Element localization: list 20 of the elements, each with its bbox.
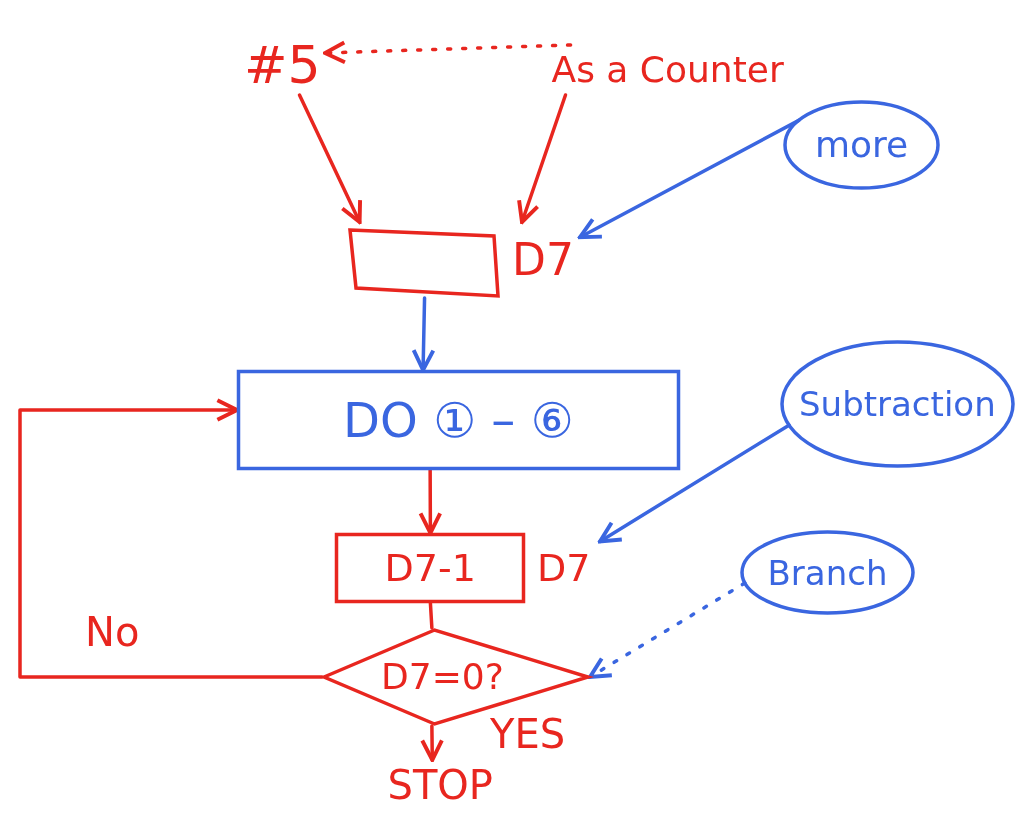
flow-text: #5 — [244, 39, 321, 91]
node-label: D7=0? — [381, 659, 504, 695]
arrow — [517, 93, 568, 224]
arrow — [420, 724, 444, 762]
arrow — [18, 398, 324, 679]
arrow — [588, 581, 747, 679]
register-label: D7 — [537, 549, 591, 587]
register-label: D7 — [512, 238, 574, 282]
node-label: D7-1 — [384, 549, 476, 587]
note-text: Subtraction — [799, 387, 996, 421]
arrow — [411, 296, 436, 372]
note-text: more — [815, 127, 909, 163]
arrow — [418, 468, 443, 535]
flow-text: As a Counter — [551, 52, 784, 88]
flow-text: STOP — [387, 765, 493, 805]
arrow — [297, 93, 363, 224]
arrow — [323, 40, 573, 65]
arrow — [598, 423, 791, 544]
note-text: Branch — [767, 555, 888, 590]
node-label: DO ① – ⑥ — [343, 396, 574, 444]
